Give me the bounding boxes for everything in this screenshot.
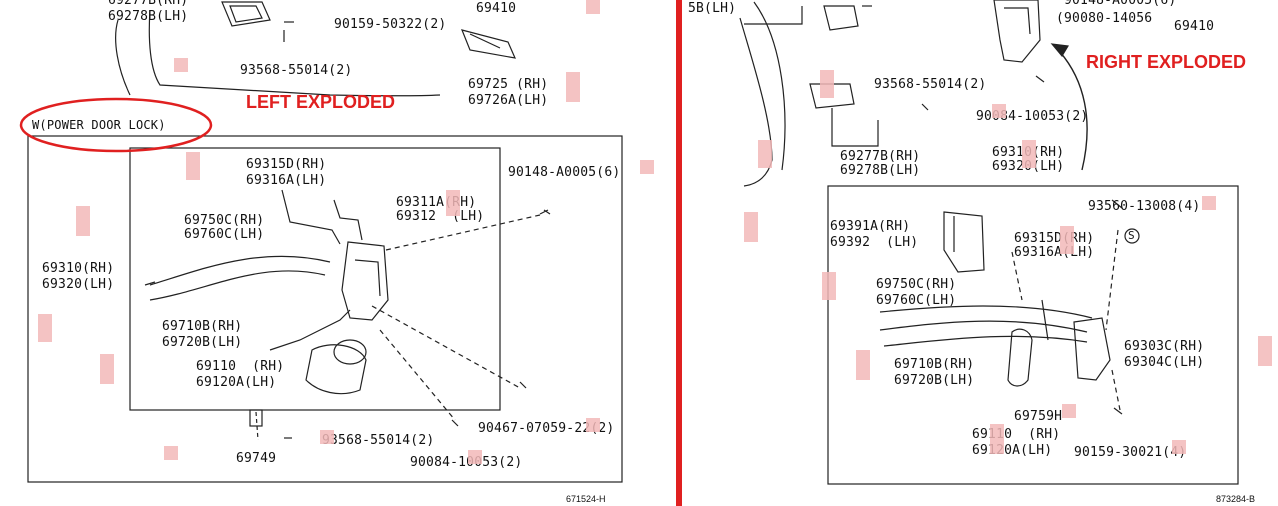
overlay-marker <box>76 206 90 236</box>
part-label: 90159-30021(4) <box>1074 445 1187 460</box>
overlay-marker <box>38 314 52 342</box>
overlay-marker <box>758 140 772 168</box>
overlay-marker <box>186 152 200 180</box>
panel-divider <box>676 0 682 506</box>
overlay-marker <box>744 212 758 242</box>
part-label: 69110 (RH) <box>972 427 1061 442</box>
overlay-marker <box>990 424 1004 454</box>
part-label: 90148-A0005(6) <box>1064 0 1177 8</box>
overlay-marker <box>586 418 600 432</box>
part-label: 69749 <box>236 451 277 466</box>
part-label: 90084-10053(2) <box>410 455 523 470</box>
part-label: 69725 (RH) <box>468 77 549 92</box>
part-label: 69750C(RH) <box>184 213 265 228</box>
overlay-marker <box>992 104 1006 118</box>
power-door-lock-callout: W(POWER DOOR LOCK) <box>32 118 166 132</box>
overlay-marker <box>100 354 114 384</box>
drawing-code: 873284-B <box>1216 494 1256 504</box>
overlay-marker <box>1172 440 1186 454</box>
overlay-marker <box>856 350 870 380</box>
part-label: 69710B(RH) <box>894 357 975 372</box>
part-label: 69392 (LH) <box>830 235 919 250</box>
part-label: 93568-55014(2) <box>322 433 435 448</box>
part-label: 93568-55014(2) <box>874 77 987 92</box>
right-exploded-panel: RIGHT EXPLODED 5B(LH) 90148-A0005(6) (90… <box>682 0 1278 506</box>
part-label: 69760C(LH) <box>184 227 265 242</box>
overlay-marker <box>1062 404 1076 418</box>
part-label: 69303C(RH) <box>1124 339 1205 354</box>
part-label: 69391A(RH) <box>830 219 911 234</box>
overlay-marker <box>1258 336 1272 366</box>
part-label: 69311A(RH) <box>396 195 477 210</box>
overlay-marker <box>640 160 654 174</box>
overlay-marker <box>820 70 834 98</box>
overlay-marker <box>174 58 188 72</box>
part-label: (90080-14056 <box>1056 11 1153 26</box>
part-label: 69759H <box>1014 409 1063 424</box>
part-label: 69312 (LH) <box>396 209 485 224</box>
part-label: 69720B(LH) <box>162 335 243 350</box>
overlay-marker <box>586 0 600 14</box>
overlay-marker <box>566 72 580 102</box>
overlay-marker <box>1060 226 1074 254</box>
part-label: 69410 <box>476 1 517 16</box>
left-exploded-heading: LEFT EXPLODED <box>246 92 396 112</box>
part-label: 69726A(LH) <box>468 93 549 108</box>
part-label: 5B(LH) <box>688 1 737 16</box>
part-label: 69320(LH) <box>42 277 115 292</box>
part-label: 93568-55014(2) <box>240 63 353 78</box>
part-label: 69110 (RH) <box>196 359 285 374</box>
part-label: 69120A(LH) <box>196 375 277 390</box>
part-label: 69310(RH) <box>42 261 115 276</box>
overlay-marker <box>468 450 482 464</box>
overlay-marker <box>446 190 460 216</box>
part-label: 69720B(LH) <box>894 373 975 388</box>
part-label: 93560-13008(4) <box>1088 199 1201 214</box>
part-label: 69316A(LH) <box>246 173 327 188</box>
right-line-drawing <box>739 0 1239 485</box>
overlay-marker <box>1202 196 1216 210</box>
overlay-marker <box>822 272 836 300</box>
part-label: 69304C(LH) <box>1124 355 1205 370</box>
part-label: 69316A(LH) <box>1014 245 1095 260</box>
part-label: 69760C(LH) <box>876 293 957 308</box>
part-label: 69120A(LH) <box>972 443 1053 458</box>
part-label: 69750C(RH) <box>876 277 957 292</box>
left-line-drawing <box>19 1 623 483</box>
part-label: 90159-50322(2) <box>334 17 447 32</box>
part-label: 69277B(RH) <box>108 0 189 8</box>
part-label: 90467-07059-22(2) <box>478 421 615 436</box>
part-label: 69710B(RH) <box>162 319 243 334</box>
right-exploded-heading: RIGHT EXPLODED <box>1086 52 1247 72</box>
part-label: 69410 <box>1174 19 1215 34</box>
circled-s-label: S <box>1128 229 1135 242</box>
part-label: 69278B(LH) <box>840 163 921 178</box>
part-label: 69278B(LH) <box>108 9 189 24</box>
part-label: 69315D(RH) <box>246 157 327 172</box>
part-label: 69315D(RH) <box>1014 231 1095 246</box>
part-label: 90148-A0005(6) <box>508 165 621 180</box>
drawing-code: 671524-H <box>566 494 606 504</box>
left-exploded-panel: LEFT EXPLODED W(POWER DOOR LOCK) 69277B(… <box>19 0 654 504</box>
part-label: 69277B(RH) <box>840 149 921 164</box>
overlay-marker <box>1022 140 1036 168</box>
overlay-marker <box>320 430 334 444</box>
overlay-marker <box>164 446 178 460</box>
